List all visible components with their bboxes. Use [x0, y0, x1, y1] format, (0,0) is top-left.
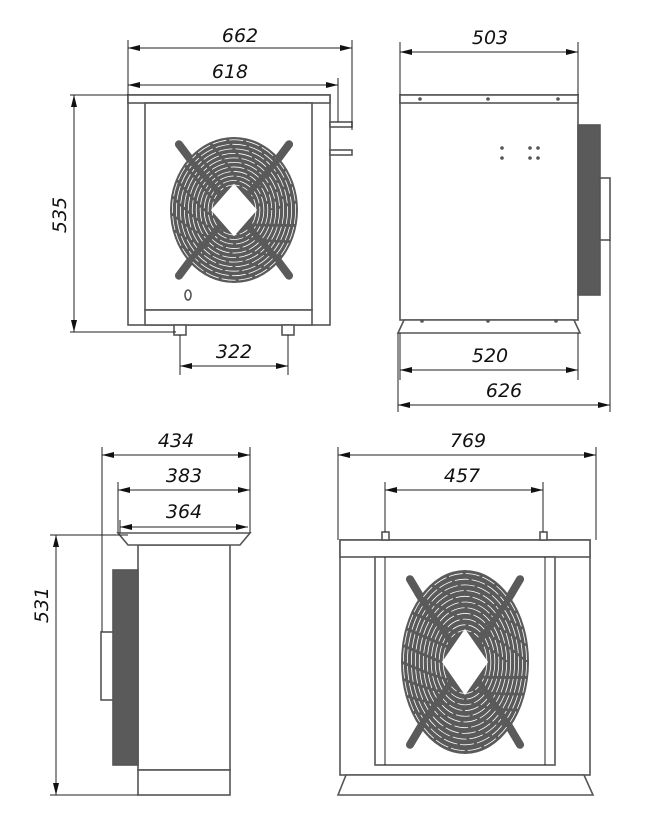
bottom-strip [144, 309, 313, 326]
fan-grille-ring [195, 166, 273, 254]
fan-guard-side [112, 569, 139, 766]
fan-grille-ring [183, 152, 285, 268]
front-view-top: 662 618 535 322 [49, 25, 353, 375]
dim-769: 769 [450, 430, 486, 452]
drain-hole [184, 289, 192, 301]
fan-grille-ring [175, 143, 292, 277]
top-strip [339, 539, 591, 558]
fan-grille-ring [187, 157, 281, 263]
dim-531: 531 [31, 587, 53, 623]
dim-618: 618 [212, 61, 248, 83]
mounting-stud [539, 531, 548, 541]
fan-hub-opening [441, 628, 489, 696]
mounting-foot [173, 324, 187, 336]
front-view-bottom: 769 457 [336, 430, 597, 796]
dim-503: 503 [472, 27, 508, 49]
top-flange [116, 532, 252, 546]
pipe-connector [329, 121, 353, 128]
unit-body [137, 544, 231, 771]
dim-662: 662 [222, 25, 258, 47]
fan-grille-ring [179, 148, 289, 272]
pipe-connector [329, 149, 353, 156]
motor-box [599, 177, 611, 241]
fan-grille-ring [414, 590, 516, 734]
screw-holes [418, 97, 560, 323]
fan-grille-ring [406, 578, 523, 746]
unit-body [399, 94, 579, 321]
dim-457: 457 [444, 465, 480, 487]
side-view-top: 503 520 626 [396, 27, 611, 412]
fan-guard-side [577, 124, 601, 296]
fan-guard [401, 570, 529, 754]
fan-grille-ring [418, 595, 512, 729]
dim-626: 626 [486, 380, 522, 402]
side-view-bottom: 434 383 364 531 [31, 430, 252, 796]
fan-grille-ring [422, 601, 508, 723]
fan-grille-ring [434, 618, 496, 706]
dim-535: 535 [49, 197, 71, 233]
fan-grille-ring [199, 171, 269, 249]
fan-grille-ring [172, 139, 296, 281]
dim-520: 520 [472, 345, 508, 367]
bottom-tray [137, 769, 231, 796]
fan-grille-ring [207, 180, 261, 240]
fan-guard [170, 137, 298, 283]
dim-322: 322 [216, 341, 252, 363]
fan-grille-ring [410, 584, 520, 740]
top-strip [127, 94, 331, 104]
fan-grille-ring [430, 613, 500, 711]
fan-grille-ring [438, 624, 492, 700]
dim-383: 383 [166, 465, 202, 487]
mounting-foot [281, 324, 295, 336]
bottom-tray [336, 774, 595, 796]
dim-364: 364 [166, 501, 202, 523]
motor-box [100, 631, 114, 701]
mounting-stud [381, 531, 390, 541]
fan-grille-ring [403, 573, 527, 751]
dim-434: 434 [158, 430, 194, 452]
fan-grille-ring [191, 162, 277, 258]
base-flange [396, 319, 582, 334]
fan-grille-ring [203, 175, 265, 245]
fan-grille-ring [426, 607, 504, 717]
fan-hub-opening [210, 183, 258, 237]
